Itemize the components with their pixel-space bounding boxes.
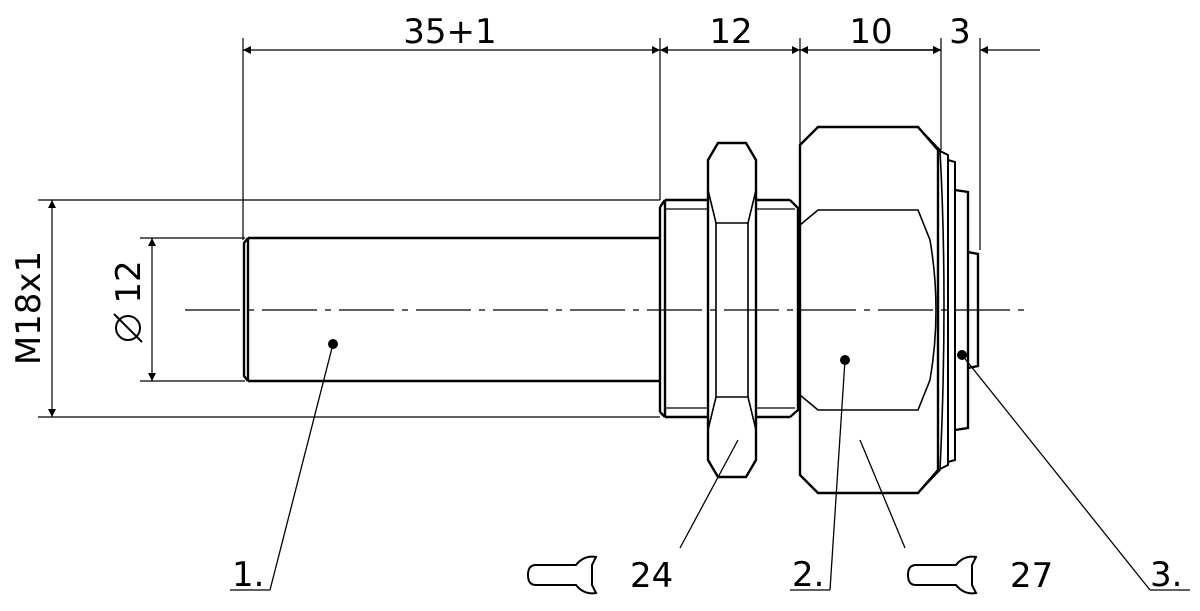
dim-length-nut: 12 — [709, 12, 752, 52]
extension-lines — [242, 38, 981, 250]
dim-length-end: 3 — [949, 12, 971, 52]
hex-head — [798, 125, 956, 495]
wrench-icon — [526, 555, 598, 595]
dim-length-head: 10 — [849, 12, 892, 52]
wrench-size-24: 24 — [630, 556, 673, 596]
dim-diameter: 12 — [109, 260, 149, 303]
hex-nut — [706, 141, 758, 479]
dim-thread: M18x1 — [9, 251, 49, 365]
callout-leaders — [230, 343, 1190, 591]
callout-item-3: 3. — [1150, 555, 1182, 595]
wrench-size-27: 27 — [1010, 556, 1053, 596]
threaded-section — [658, 198, 800, 419]
diameter-dimension — [140, 237, 245, 382]
dim-length-shaft: 35+1 — [403, 12, 496, 52]
diameter-symbol — [113, 313, 143, 343]
callout-item-1: 1. — [232, 555, 264, 595]
wrench-icon — [906, 555, 978, 595]
connector-tip — [954, 188, 980, 432]
shaft-body — [242, 236, 660, 383]
callout-dots — [328, 339, 967, 365]
thread-dimension — [38, 199, 660, 418]
callout-item-2: 2. — [792, 555, 824, 595]
